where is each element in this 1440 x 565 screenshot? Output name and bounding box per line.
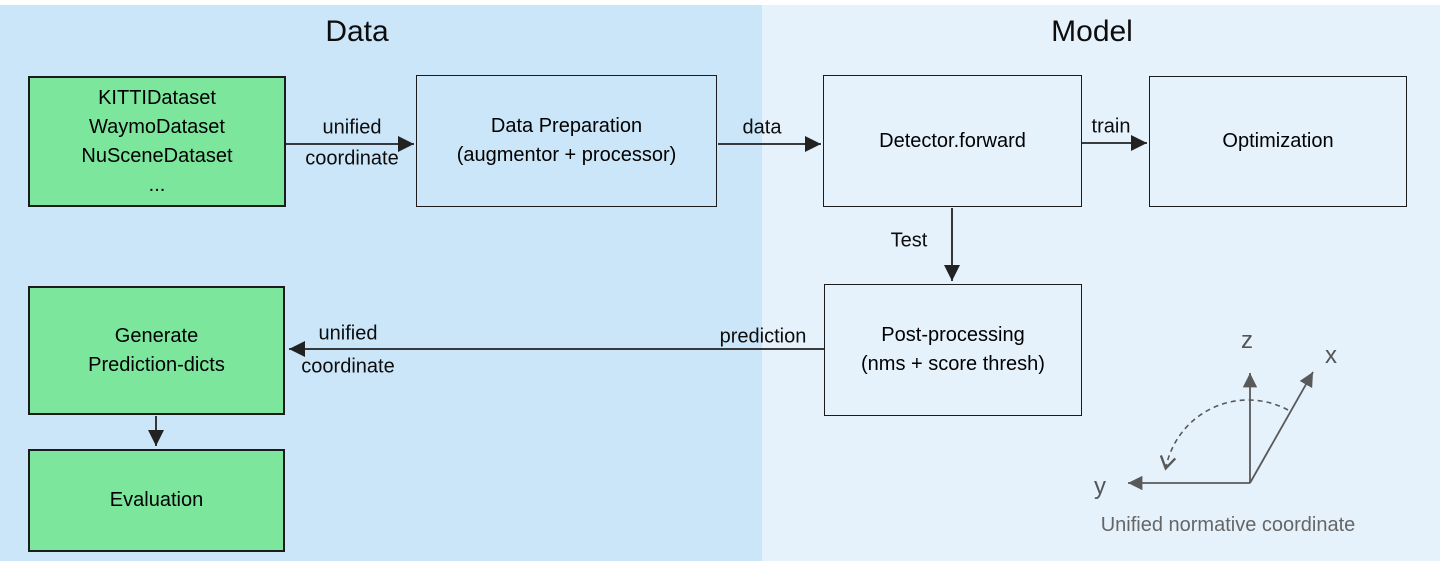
node-label-line: Data Preparation bbox=[490, 115, 643, 137]
node-evaluation: Evaluation bbox=[28, 449, 285, 552]
dataset-line: NuSceneDataset bbox=[81, 144, 233, 167]
node-label-line: Post-processing bbox=[881, 324, 1025, 346]
node-datasets: KITTIDataset WaymoDataset NuSceneDataset… bbox=[28, 76, 286, 207]
z-axis-label: z bbox=[1241, 327, 1253, 354]
dataset-line: WaymoDataset bbox=[89, 115, 225, 138]
edge-label-prediction: prediction bbox=[719, 325, 807, 348]
dataset-line: KITTIDataset bbox=[98, 86, 216, 109]
node-post-processing: Post-processing (nms + score thresh) bbox=[824, 284, 1082, 416]
node-detector-forward: Detector.forward bbox=[823, 75, 1082, 207]
edge-label-data: data bbox=[742, 116, 782, 139]
coordinate-sketch-caption: Unified normative coordinate bbox=[1100, 514, 1356, 536]
edge-label-test: Test bbox=[890, 229, 928, 252]
node-label-line: Detector.forward bbox=[879, 129, 1026, 152]
edge-label-coordinate-bottom: coordinate bbox=[301, 355, 395, 378]
node-label-line: Prediction-dicts bbox=[88, 353, 225, 376]
edge-label-coordinate-top: coordinate bbox=[305, 147, 399, 170]
node-label-line: Evaluation bbox=[109, 489, 204, 511]
node-data-preparation: Data Preparation (augmentor + processor) bbox=[416, 75, 717, 207]
edge-label-unified-top: unified bbox=[322, 116, 382, 139]
edge-label-unified-bottom: unified bbox=[318, 322, 378, 345]
data-section-title: Data bbox=[325, 15, 389, 48]
node-label-line: Optimization bbox=[1222, 130, 1334, 152]
node-label-line: (nms + score thresh) bbox=[861, 353, 1045, 375]
node-label-line: Generate bbox=[114, 324, 199, 347]
x-axis-label: x bbox=[1325, 342, 1337, 369]
edge-label-train: train bbox=[1091, 115, 1131, 138]
node-label-line: (augmentor + processor) bbox=[456, 144, 677, 166]
y-axis-label: y bbox=[1094, 473, 1106, 500]
model-panel bbox=[762, 5, 1440, 561]
node-optimization: Optimization bbox=[1149, 76, 1407, 207]
model-section-title: Model bbox=[1051, 15, 1133, 48]
dataset-line: ... bbox=[148, 173, 166, 196]
node-generate-prediction-dicts: Generate Prediction-dicts bbox=[28, 286, 285, 415]
